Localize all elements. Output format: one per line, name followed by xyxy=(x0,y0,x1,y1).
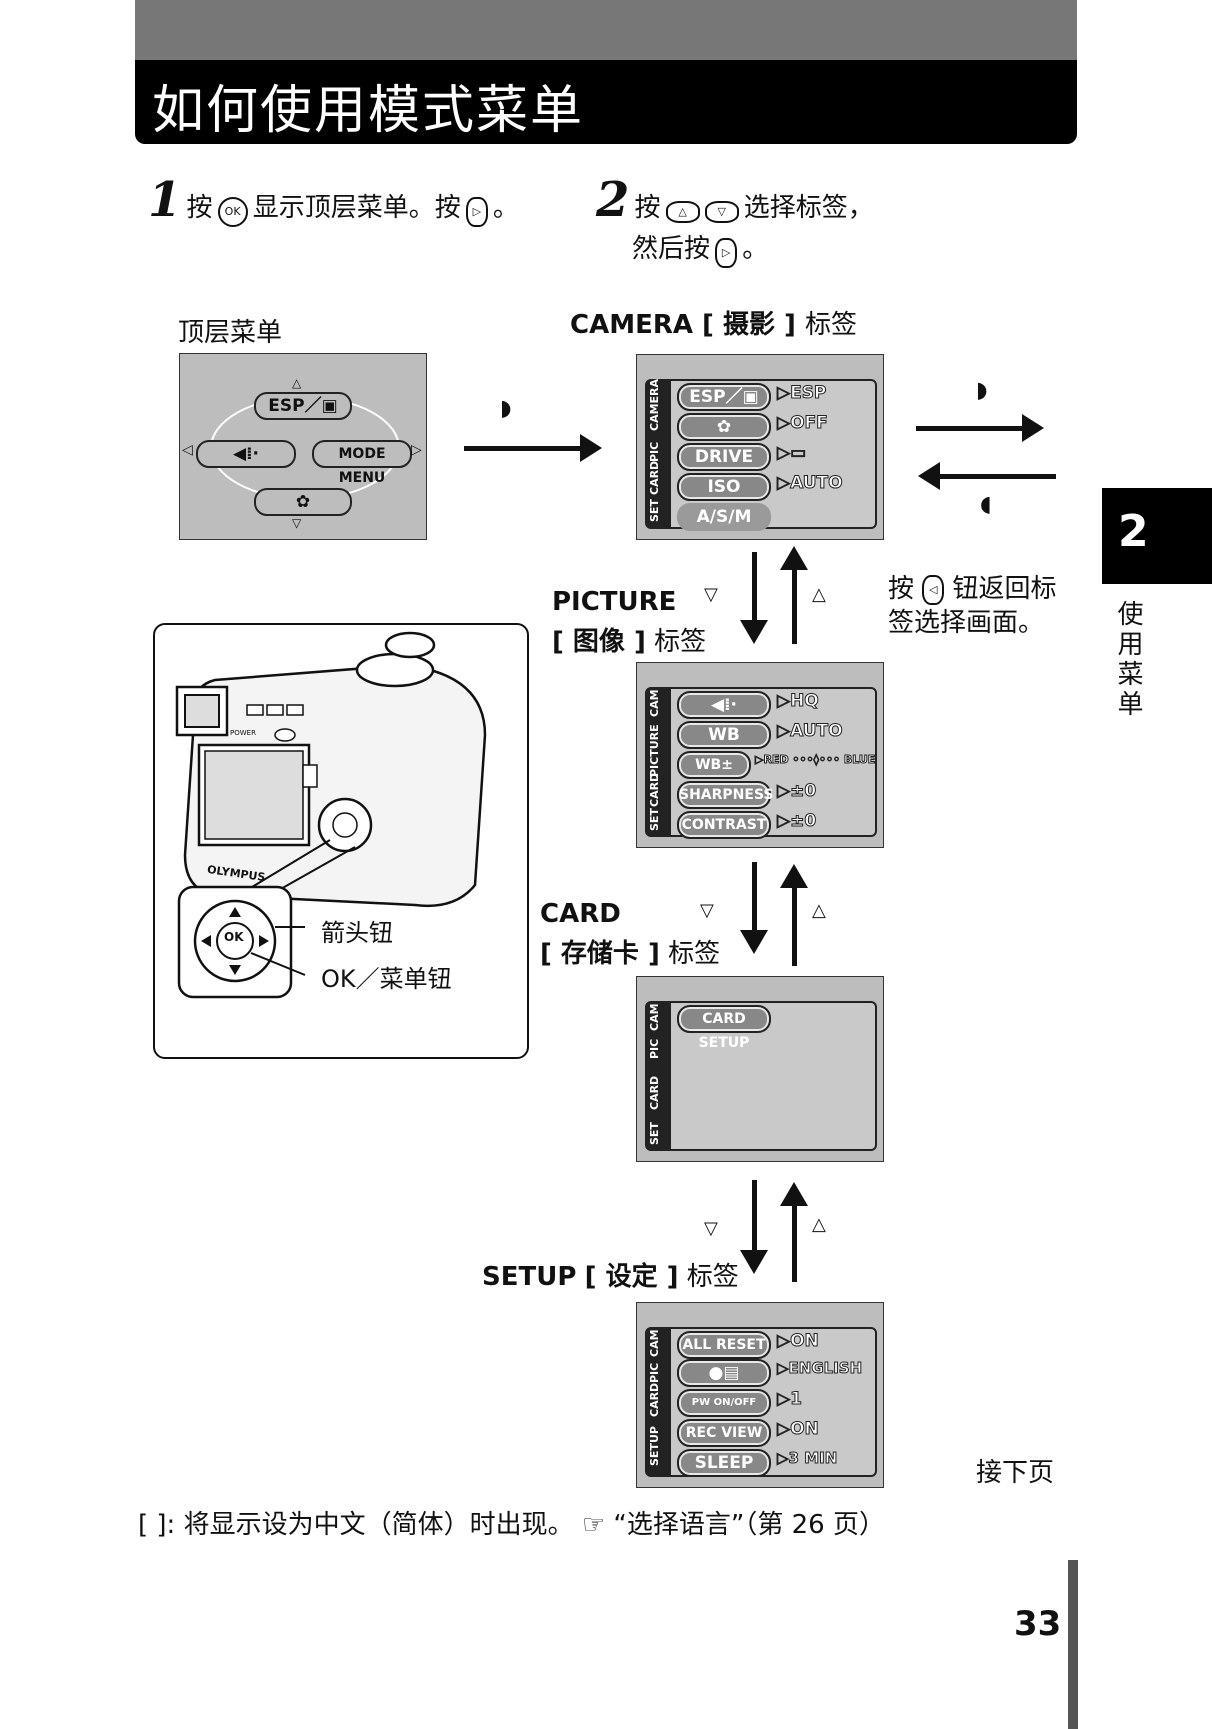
menu-item-language: ●▤ xyxy=(677,1359,771,1387)
arrow-button-label: 箭头钮 xyxy=(321,919,393,947)
up-triangle-icon: △ xyxy=(292,376,302,390)
value-sharpness: ▷±0 xyxy=(776,781,817,802)
right-triangle-icon: ▷ xyxy=(411,442,422,458)
esp-button: ESP／▣ xyxy=(254,392,352,420)
down-arrow-icon: ▽ xyxy=(704,200,739,223)
footnote: [ ]: 将显示设为中文（简体）时出现。 ☞ “选择语言”（第 26 页） xyxy=(138,1510,885,1540)
value-drive: ▷▭ xyxy=(776,443,807,464)
menu-item-contrast: CONTRAST xyxy=(677,811,771,839)
up-arrow-icon: △ xyxy=(665,200,700,223)
page-edge-bar xyxy=(1068,1560,1078,1729)
section-tab xyxy=(1102,488,1212,584)
picture-tab-screen: CAM PICTURE CARD SET ◀⁞· ▷HQ WB ▷AUTO WB… xyxy=(636,662,884,848)
value-language: ▷ENGLISH xyxy=(776,1359,863,1378)
value-macro: ▷OFF xyxy=(777,413,829,434)
setup-tab-label: SETUP [ 设定 ] 标签 xyxy=(482,1262,739,1292)
quality-icon: ◀⁞· xyxy=(196,440,296,468)
menu-item-all-reset: ALL RESET xyxy=(677,1331,771,1359)
down-arrow-icon: ▽ xyxy=(700,900,714,921)
left-arrow-icon: ◁ xyxy=(922,574,945,605)
step-1: 1 按 OK 显示顶层菜单。按 ▷ 。 xyxy=(148,172,519,228)
top-menu-label: 顶层菜单 xyxy=(178,318,283,348)
down-triangle-icon: ▽ xyxy=(292,516,302,530)
down-arrow-icon: ▽ xyxy=(704,584,718,605)
step-number: 2 xyxy=(596,172,630,228)
ok-button-label: OK xyxy=(224,930,244,944)
value-contrast: ▷±0 xyxy=(776,811,817,832)
up-arrow-icon: △ xyxy=(812,584,826,605)
ok-menu-button-label: OK／菜单钮 xyxy=(321,965,452,993)
camera-illustration xyxy=(175,631,487,999)
value-iso: ▷AUTO xyxy=(777,473,844,494)
next-page-label: 接下页 xyxy=(976,1458,1055,1488)
setup-tab-screen: CAM PIC CARD SETUP ALL RESET ▷ON ●▤ ▷ENG… xyxy=(636,1302,884,1488)
top-menu-screen: △ ESP／▣ ◀⁞· MODE MENU ◁ ▷ ✿ ▽ xyxy=(179,353,427,540)
arrow-right xyxy=(464,446,584,451)
value-pw-setup: ▷1 xyxy=(777,1389,803,1410)
menu-item-sharpness: SHARPNESS xyxy=(677,781,774,809)
left-triangle-icon: ◁ xyxy=(182,442,193,458)
down-arrow-icon: ▽ xyxy=(704,1218,718,1239)
mode-menu-button: MODE MENU xyxy=(312,440,412,486)
up-arrow-icon: △ xyxy=(812,1214,826,1235)
page-number: 33 xyxy=(1014,1604,1062,1644)
menu-item-sleep: SLEEP xyxy=(677,1449,771,1477)
camera-illustration-box: OLYMPUS POWER OK 箭头钮 OK／菜单钮 xyxy=(153,623,529,1059)
power-label: POWER xyxy=(230,729,256,737)
reference-icon: ☞ xyxy=(581,1510,606,1540)
return-note: 按 ◁ 钮返回标签选择画面。 xyxy=(888,574,1057,638)
ok-menu-button-icon: OK xyxy=(217,196,248,227)
macro-icon: ✿ xyxy=(254,488,352,516)
value-wb: ▷AUTO xyxy=(777,721,844,742)
camera-tab-label: CAMERA [ 摄影 ] 标签 xyxy=(570,310,857,340)
section-number: 2 xyxy=(1118,506,1149,557)
menu-item-quality: ◀⁞· xyxy=(677,691,771,719)
menu-item-rec-view: REC VIEW xyxy=(677,1419,771,1447)
menu-item-drive: DRIVE xyxy=(677,443,771,471)
card-tab-screen: CAM PIC CARD SET CARD SETUP xyxy=(636,976,884,1162)
value-all-reset: ▷ON xyxy=(777,1331,820,1352)
menu-item-wb: WB xyxy=(677,721,771,749)
card-tab-label: CARD[ 存储卡 ] 标签 xyxy=(540,899,721,969)
camera-tab-screen: CAMERA PIC CARD SET ESP／▣ ▷ESP ✿ ▷OFF DR… xyxy=(636,354,884,540)
step-2-line2: 然后按 ▷ 。 xyxy=(632,228,768,268)
menu-item-esp: ESP／▣ xyxy=(677,383,771,411)
step-number: 1 xyxy=(148,172,182,228)
right-arrow-icon: ◗ xyxy=(976,378,988,403)
value-esp: ▷ESP xyxy=(776,383,827,404)
step-2: 2 按 △ ▽ 选择标签， xyxy=(596,172,874,228)
menu-item-card-setup: CARD SETUP xyxy=(677,1005,771,1051)
picture-tab-label: PICTURE[ 图像 ] 标签 xyxy=(552,587,707,657)
value-quality: ▷HQ xyxy=(777,691,820,712)
value-rec-view: ▷ON xyxy=(777,1419,820,1440)
page-title: 如何使用模式菜单 xyxy=(152,81,585,141)
section-label: 使用菜单 xyxy=(1113,600,1143,720)
value-wb-adjust: ▷RED ◦◦◦◊◦◦◦ BLUE xyxy=(754,753,876,767)
right-arrow-icon: ▷ xyxy=(715,237,738,268)
right-arrow-icon: ◗ xyxy=(500,396,512,421)
left-arrow-icon: ◖ xyxy=(980,492,992,517)
menu-item-wb-adjust: WB± xyxy=(677,751,751,779)
header-bar xyxy=(135,0,1077,60)
menu-item-iso: ISO xyxy=(677,473,771,501)
right-arrow-icon: ▷ xyxy=(465,196,488,227)
menu-item-macro: ✿ xyxy=(677,413,771,441)
title-bar xyxy=(135,60,1077,144)
value-sleep: ▷3 MIN xyxy=(776,1449,838,1468)
up-arrow-icon: △ xyxy=(812,900,826,921)
menu-item-asm: A/S/M xyxy=(677,503,771,531)
menu-item-pw-setup: PW ON/OFF SETUP xyxy=(677,1389,771,1432)
